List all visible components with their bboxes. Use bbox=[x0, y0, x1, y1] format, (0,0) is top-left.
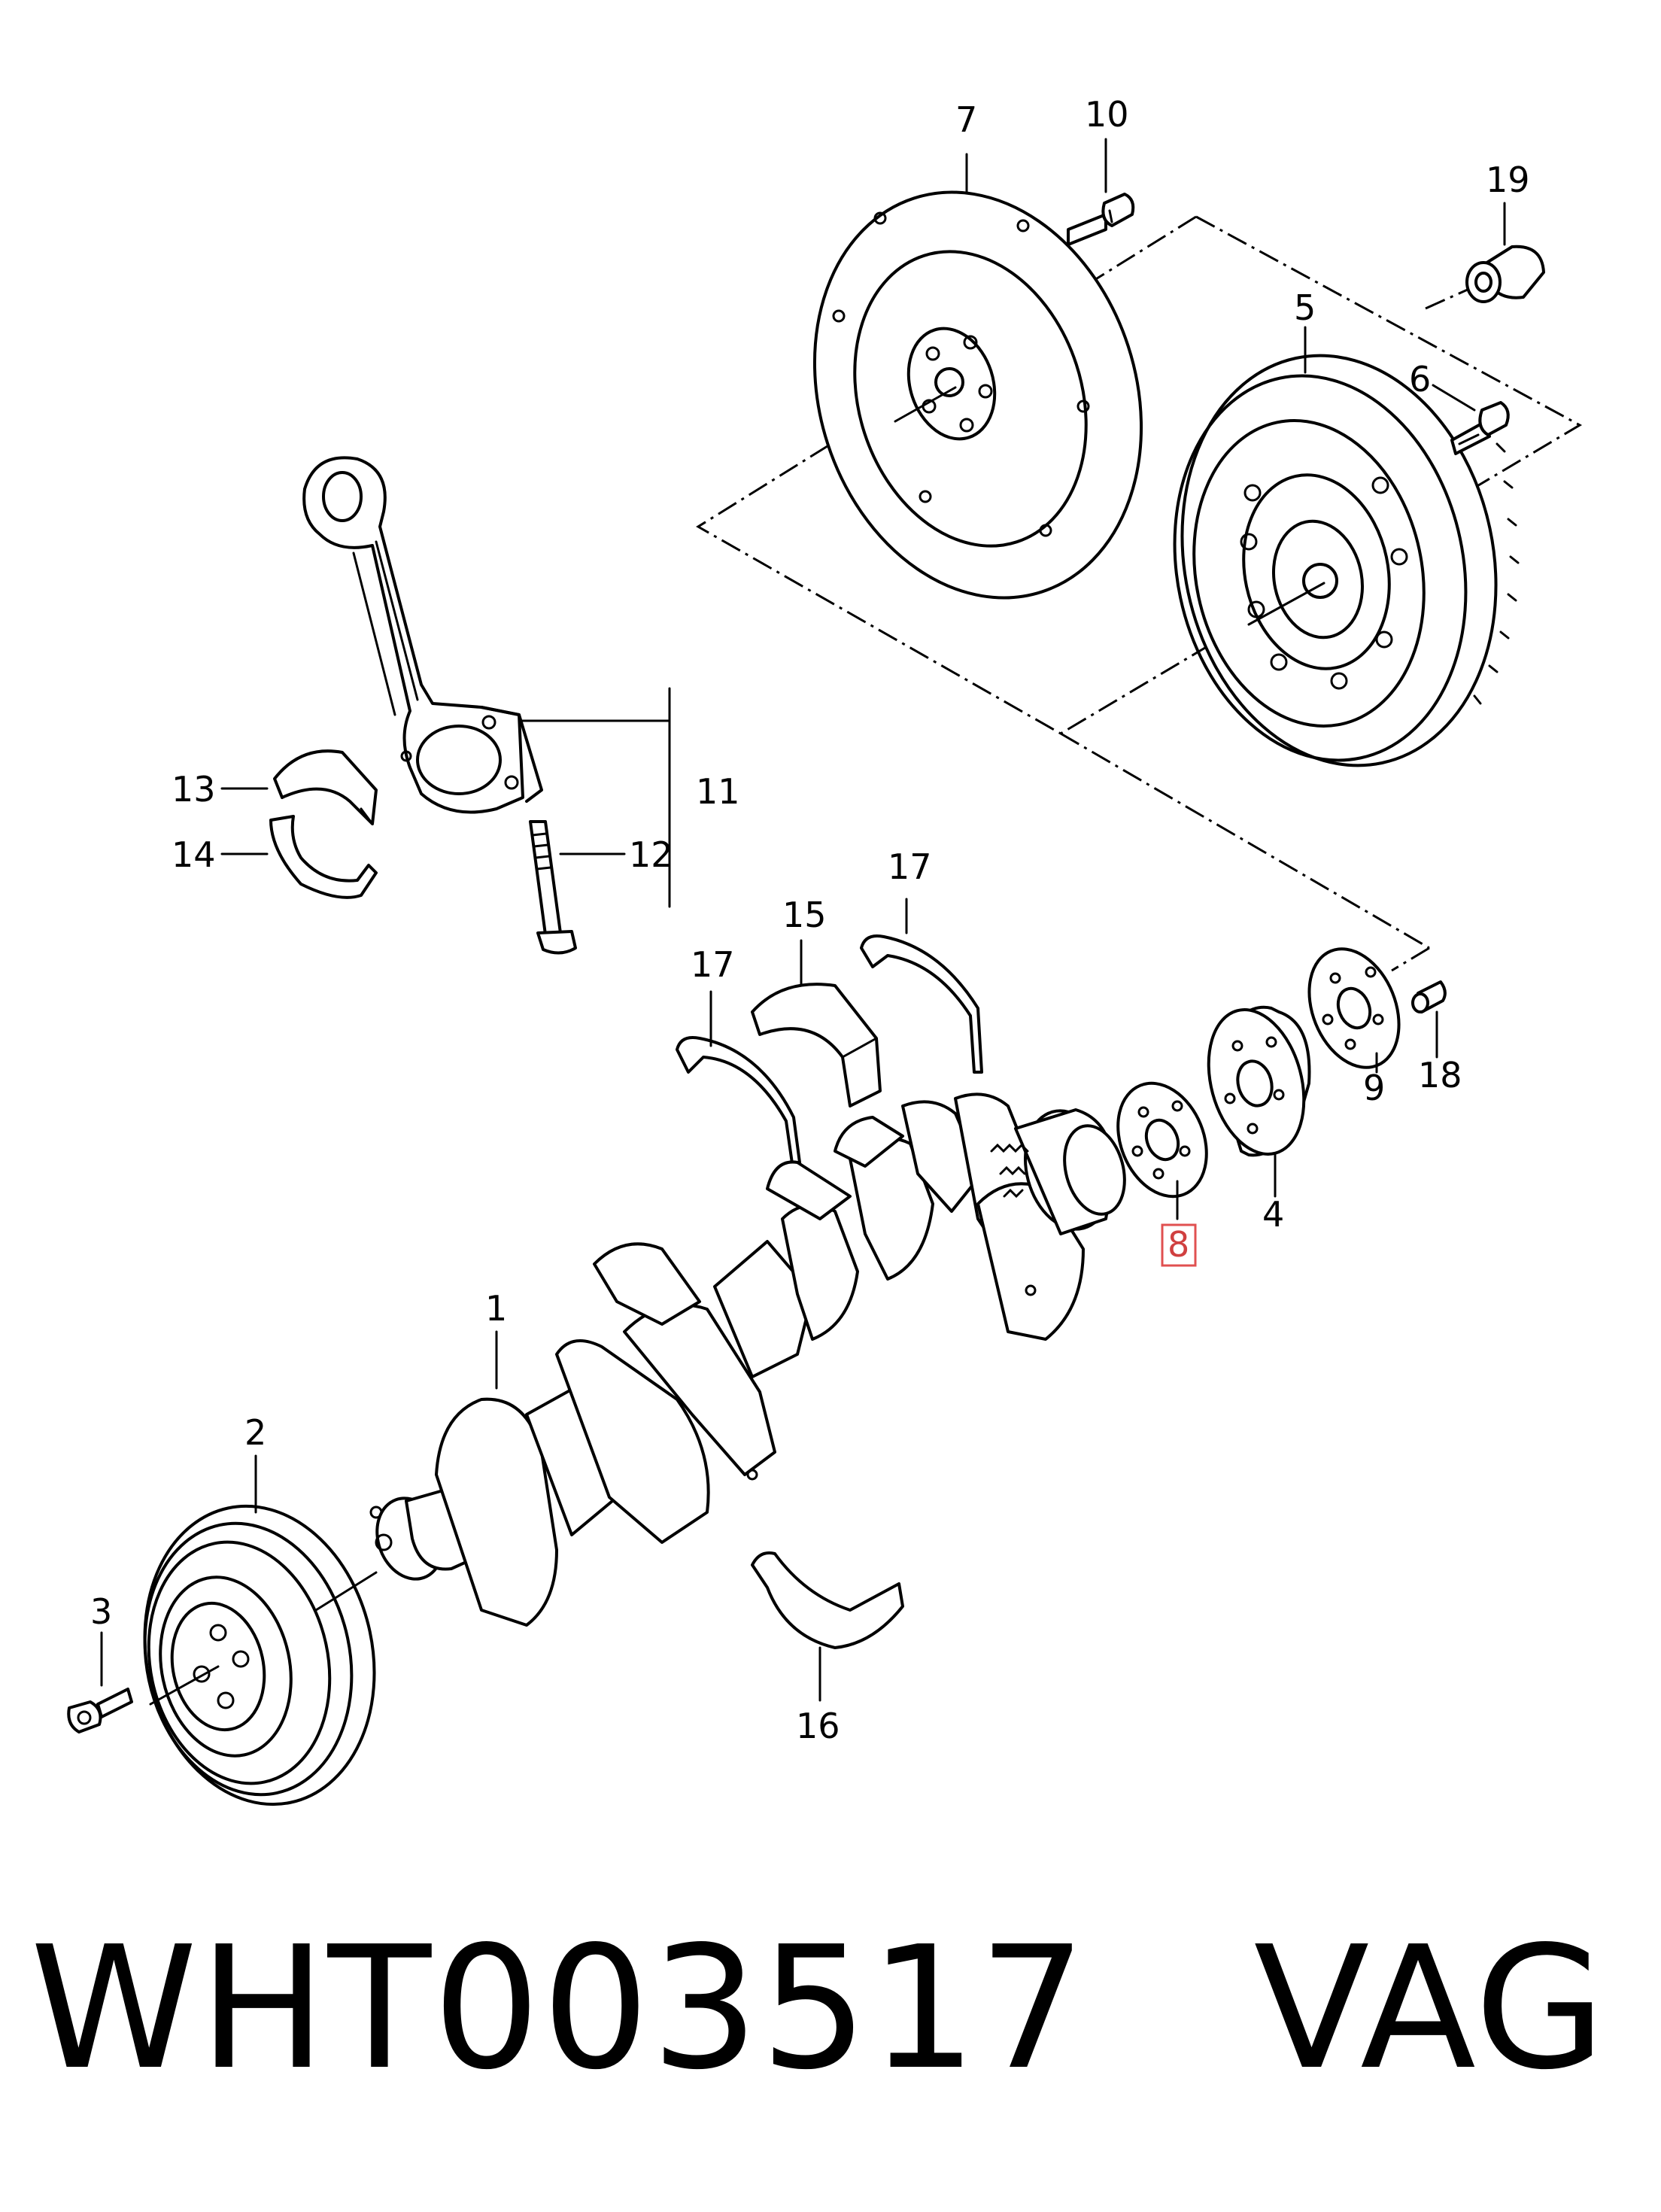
callout-18: 18 bbox=[1418, 1055, 1462, 1095]
dowel-pin-part-18 bbox=[1411, 980, 1447, 1013]
bolt-part-6 bbox=[1450, 401, 1510, 455]
plate-part-4 bbox=[1207, 1005, 1311, 1157]
main-bearing-shell-part-16 bbox=[751, 1551, 904, 1649]
bearing-shell-part-14 bbox=[269, 815, 378, 899]
bearing-shell-part-13 bbox=[273, 749, 378, 825]
thrust-washer-part-17-lower bbox=[676, 1036, 803, 1175]
bolt-part-3 bbox=[67, 1688, 133, 1733]
callout-15: 15 bbox=[782, 895, 827, 935]
callout-14: 14 bbox=[172, 834, 216, 875]
callout-19: 19 bbox=[1486, 160, 1530, 200]
callout-3: 3 bbox=[90, 1591, 112, 1632]
bushing-part-19 bbox=[1465, 245, 1545, 303]
callout-9: 9 bbox=[1363, 1068, 1385, 1108]
pulley-part-2 bbox=[143, 1504, 378, 1806]
callout-5: 5 bbox=[1294, 287, 1316, 328]
leader-lines bbox=[100, 138, 1506, 1702]
part-number-footer: WHT003517 VAG bbox=[30, 1910, 1608, 2107]
callout-6: 6 bbox=[1409, 359, 1431, 400]
callout-10: 10 bbox=[1085, 94, 1129, 135]
callout-4: 4 bbox=[1262, 1194, 1284, 1235]
callout-8: 8 bbox=[1168, 1224, 1189, 1265]
callout-8-highlight bbox=[1161, 1223, 1197, 1267]
callout-17-lower: 17 bbox=[691, 944, 735, 985]
thrust-washer-part-17-upper bbox=[860, 934, 983, 1074]
callout-12: 12 bbox=[629, 834, 673, 875]
callout-7: 7 bbox=[955, 99, 977, 140]
rod-bolt-part-12 bbox=[529, 820, 577, 955]
callout-11: 11 bbox=[696, 771, 740, 812]
main-bearing-shell-part-15 bbox=[751, 983, 882, 1108]
callout-17-upper: 17 bbox=[888, 846, 932, 887]
drive-plate-part-7 bbox=[812, 190, 1143, 600]
callout-16: 16 bbox=[796, 1706, 840, 1746]
callout-13: 13 bbox=[172, 769, 216, 810]
crankshaft-part-1 bbox=[369, 1092, 1126, 1627]
callout-1: 1 bbox=[485, 1288, 507, 1329]
plate-part-9 bbox=[1307, 947, 1401, 1069]
callout-labels: 7 10 19 5 6 11 12 13 14 17 15 17 18 9 4 … bbox=[90, 94, 1530, 1746]
connecting-rod-part-11 bbox=[302, 456, 543, 814]
bolt-part-10 bbox=[1067, 193, 1135, 246]
flywheel-part-5 bbox=[1173, 354, 1520, 767]
callout-2: 2 bbox=[244, 1412, 266, 1453]
shim-part-8 bbox=[1116, 1081, 1208, 1199]
